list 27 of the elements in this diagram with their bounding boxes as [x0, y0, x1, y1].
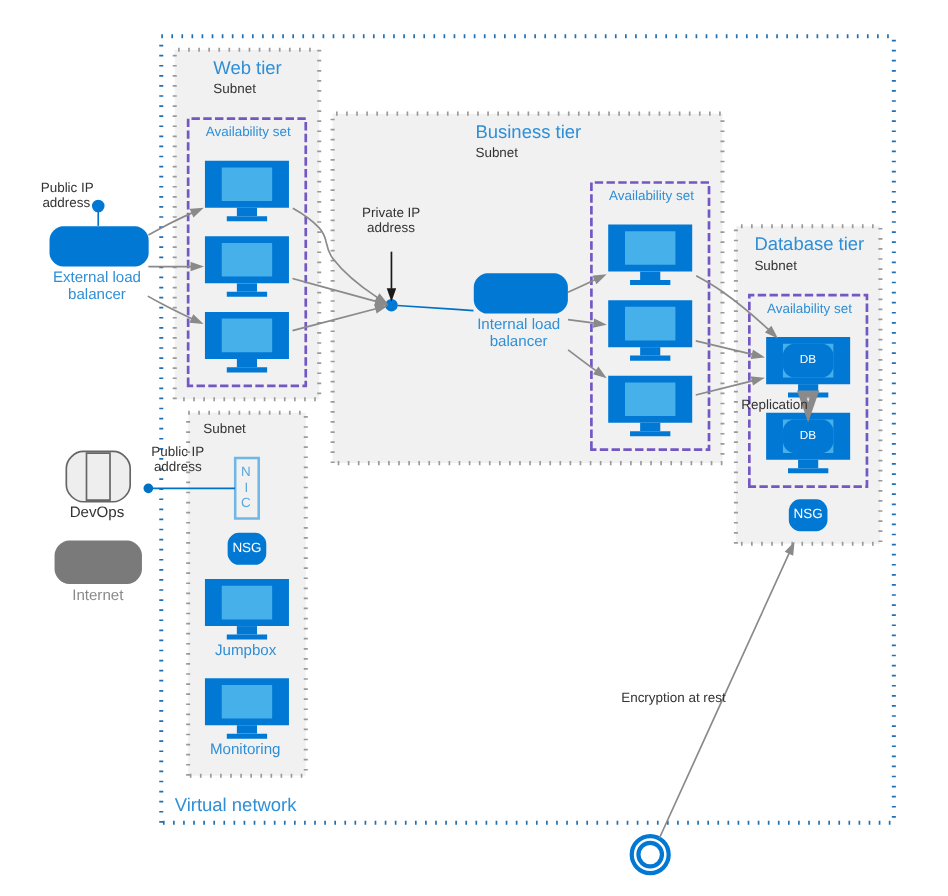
arrow: [567, 349, 607, 379]
arrow: [694, 376, 765, 396]
arrow: [658, 541, 795, 840]
connector: [97, 210, 100, 227]
node-box: [49, 226, 149, 267]
arrow: [796, 390, 820, 423]
node-label: Internal load balancer: [477, 315, 561, 350]
node-label: External load balancer: [52, 267, 142, 303]
node-box: [473, 273, 568, 314]
node-label: Internet: [72, 585, 124, 604]
arrow: [567, 274, 607, 294]
arrow: [567, 318, 607, 328]
arrow: [386, 250, 397, 302]
arrow: [147, 261, 205, 272]
arrow: [147, 207, 204, 236]
arrow: [291, 304, 389, 332]
connector: [396, 304, 475, 312]
connector: [143, 483, 236, 494]
node-box: [54, 540, 142, 585]
node-key: [629, 834, 671, 876]
arrow: [147, 295, 204, 325]
node-label: DevOps: [69, 503, 125, 522]
node-circle: [385, 298, 398, 312]
node-circle: [91, 199, 105, 213]
node-label: Jumpbox: [215, 641, 277, 659]
arrow: [694, 340, 765, 359]
node-label: Monitoring: [209, 740, 281, 759]
